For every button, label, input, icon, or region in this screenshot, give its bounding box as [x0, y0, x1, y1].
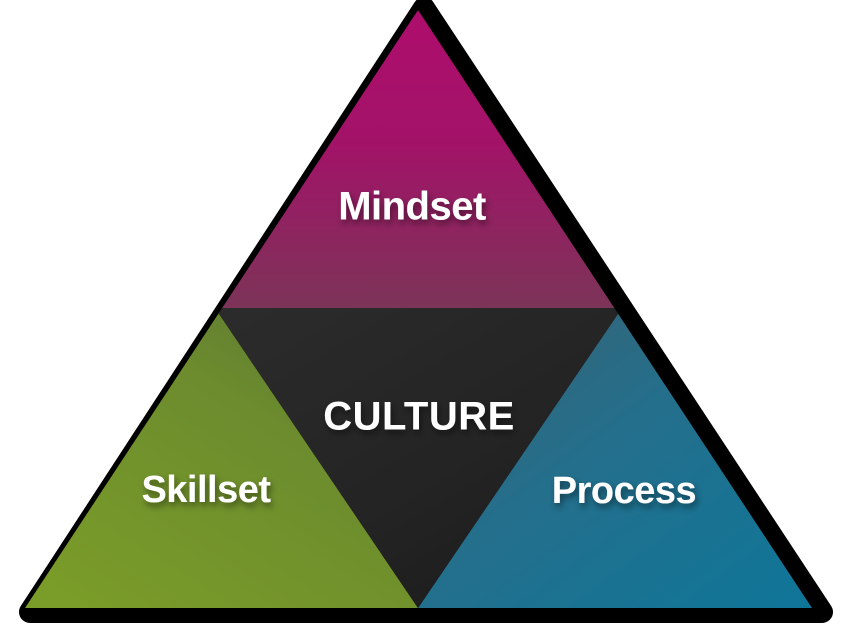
segment-label-process: Process — [552, 470, 696, 512]
segment-mindset[interactable] — [215, 10, 622, 308]
segment-label-culture: CULTURE — [323, 395, 515, 439]
segment-process-shape — [418, 308, 812, 608]
pyramid-labels: Mindset Skillset Process CULTURE — [141, 185, 696, 512]
segment-skillset[interactable] — [14, 308, 418, 608]
segment-culture[interactable] — [215, 308, 622, 608]
pyramid-segments — [14, 10, 824, 608]
segment-label-skillset: Skillset — [141, 469, 271, 511]
segment-mindset-shape — [215, 10, 622, 308]
segment-skillset-shape — [25, 308, 418, 608]
segment-label-mindset: Mindset — [338, 185, 486, 229]
segment-culture-shape — [215, 308, 622, 608]
segment-process[interactable] — [418, 308, 824, 608]
